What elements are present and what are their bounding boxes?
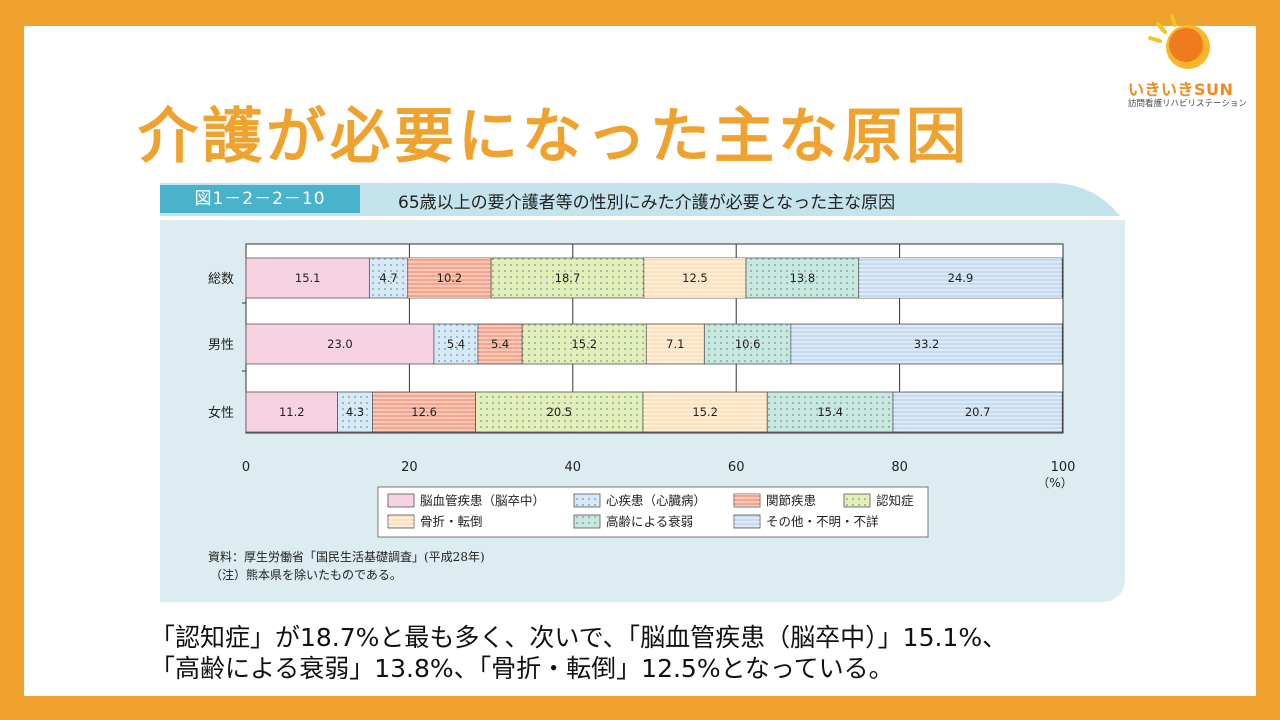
legend-label: 脳血管疾患（脳卒中） (420, 493, 545, 508)
bar-pattern (522, 324, 647, 364)
bar-pattern (491, 258, 644, 298)
bar-pattern (704, 324, 791, 364)
data-label: 7.1 (666, 337, 684, 351)
legend-swatch-pattern (574, 515, 600, 528)
data-label: 20.5 (547, 405, 573, 419)
x-tick-label: 80 (891, 460, 908, 475)
bar-pattern (790, 324, 1063, 364)
legend-swatch (387, 493, 415, 508)
category-label: 総数 (208, 272, 234, 287)
legend-label: 骨折・転倒 (420, 514, 483, 529)
data-label: 4.7 (379, 271, 397, 285)
source-line: 資料：厚生労働省「国民生活基礎調査」(平成28年) (208, 550, 485, 564)
data-label: 10.6 (735, 337, 761, 351)
bar-pattern (475, 392, 644, 432)
data-label: 5.4 (491, 337, 509, 351)
page-title: 介護が必要になった主な原因 (138, 102, 970, 172)
legend-swatch-pattern (734, 515, 760, 528)
legend-label: その他・不明・不詳 (766, 514, 879, 529)
bar-pattern (372, 392, 476, 432)
x-tick-label: 0 (242, 460, 250, 475)
data-label: 5.4 (447, 337, 465, 351)
data-label: 18.7 (555, 271, 581, 285)
legend-swatch-pattern (574, 494, 600, 507)
legend-swatch-pattern (734, 494, 760, 507)
bar-pattern (746, 258, 859, 298)
legend-label: 高齢による衰弱 (606, 514, 693, 529)
note-line: （注）熊本県を除いたものである。 (210, 568, 402, 582)
x-tick-label: 100 (1051, 460, 1076, 475)
category-label: 女性 (208, 405, 234, 421)
data-label: 15.2 (571, 337, 597, 351)
data-label: 4.3 (346, 405, 364, 419)
bar-segment (245, 391, 338, 433)
data-label: 13.8 (790, 271, 816, 285)
source-note: 資料：厚生労働省「国民生活基礎調査」(平成28年) （注）熊本県を除いたものであ… (208, 548, 485, 584)
figure-header-band (160, 183, 1120, 216)
data-label: 20.7 (965, 405, 991, 419)
data-label: 24.9 (948, 271, 974, 285)
bar-pattern (646, 324, 705, 364)
bar-pattern (407, 258, 492, 298)
bar-pattern (433, 324, 479, 364)
data-label: 12.6 (411, 405, 437, 419)
data-label: 15.1 (295, 271, 321, 285)
data-label: 15.2 (692, 405, 718, 419)
legend-label: 関節疾患 (766, 493, 816, 508)
summary-line-1: 「認知症」が18.7%と最も多く、次いで、「脳血管疾患（脳卒中）」15.1%、 (150, 623, 1008, 652)
x-tick-label: 40 (565, 460, 582, 475)
legend-label: 認知症 (876, 493, 914, 508)
logo-subtitle: 訪問看護リハビリステーション (1128, 99, 1247, 109)
summary-line-2: 「高齢による衰弱」13.8%、「骨折・転倒」12.5%となっている。 (150, 654, 894, 683)
legend-label: 心疾患（心臓病） (606, 493, 706, 508)
bar-pattern (893, 392, 1063, 432)
bar-pattern (643, 258, 747, 298)
bar-segment (245, 257, 370, 299)
legend-swatch-pattern (844, 494, 870, 507)
data-label: 12.5 (682, 271, 708, 285)
bar-segment (245, 323, 435, 365)
bar-pattern (767, 392, 894, 432)
bar-pattern (337, 392, 373, 432)
category-label: 男性 (208, 338, 234, 353)
data-label: 33.2 (914, 337, 940, 351)
figure-caption: 65歳以上の要介護者等の性別にみた介護が必要となった主な原因 (398, 193, 896, 213)
sun-logo-icon (1148, 14, 1210, 69)
x-tick-label: 20 (401, 460, 418, 475)
bar-pattern (369, 258, 408, 298)
stacked-bar-chart: 総数 15.1 4.7 10.2 18.7 12.5 13.8 24.9 男性 23.0 5.4 5.… (208, 243, 1076, 538)
x-tick-label: 60 (728, 460, 745, 475)
bar-pattern (643, 392, 768, 432)
bar-pattern (478, 324, 523, 364)
data-label: 23.0 (327, 337, 353, 351)
bar-pattern (858, 258, 1063, 298)
legend-swatch-pattern (388, 515, 414, 528)
data-label: 15.4 (817, 405, 843, 419)
logo-brand: いきいきSUN (1128, 80, 1234, 99)
legend-box (377, 486, 929, 538)
summary-text: 「認知症」が18.7%と最も多く、次いで、「脳血管疾患（脳卒中）」15.1%、 … (150, 622, 1007, 684)
x-unit-label: （%） (1037, 476, 1072, 490)
data-label: 10.2 (437, 271, 463, 285)
figure-number: 図1－2－2－10 (160, 185, 360, 213)
data-label: 11.2 (279, 405, 305, 419)
